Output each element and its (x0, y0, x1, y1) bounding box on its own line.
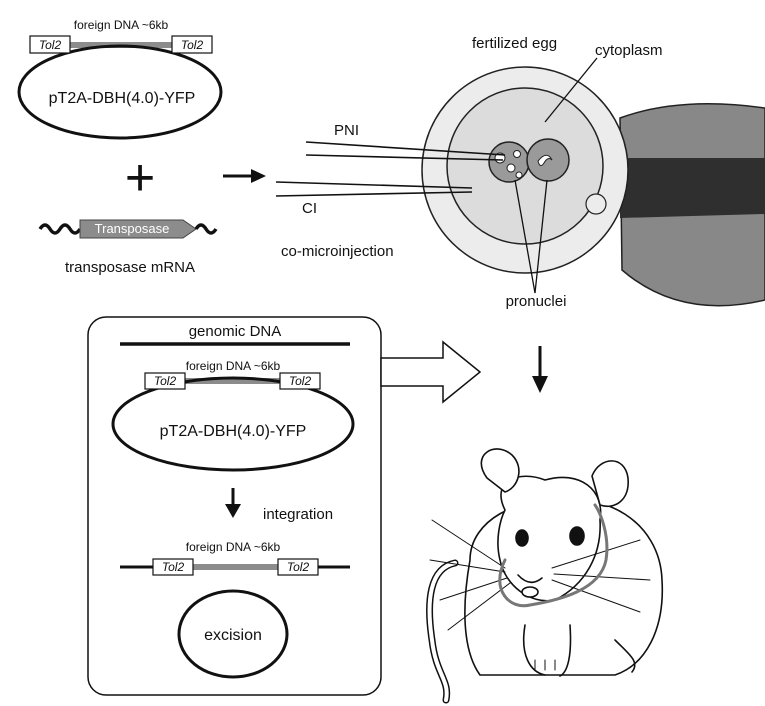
excision-circle (177, 589, 289, 679)
mouse-nose (521, 586, 539, 598)
mrna-wave-right (194, 223, 218, 235)
box-plasmid-ring (111, 376, 355, 472)
integrated-foreign-dna-label: foreign DNA ~6kb (186, 540, 281, 554)
integrated-foreign-dna-bar (193, 564, 278, 570)
pni-pipette-bottom (305, 154, 504, 161)
arrow-to-injection (223, 169, 266, 183)
mouse-toes (534, 659, 556, 671)
arrow-to-mouse (532, 346, 548, 393)
excision-label: excision (204, 627, 262, 644)
ci-pipette-bottom (275, 191, 473, 197)
pronuclei-leader-right (534, 179, 548, 294)
mouse-tail-inner (427, 561, 457, 702)
mouse-ear-right (591, 460, 629, 507)
transposase-caption: transposase mRNA (65, 259, 195, 276)
fertilized-egg-label: fertilized egg (472, 35, 557, 52)
pronucleus-right (526, 138, 570, 182)
box-plasmid-tol2-right: Tol2 (289, 374, 312, 388)
plasmid-top-tol2-right: Tol2 (181, 38, 204, 52)
cytoplasm-leader (544, 57, 598, 123)
box-plasmid-tol2-left: Tol2 (154, 374, 177, 388)
box-plasmid-tol2-left-box (144, 372, 186, 390)
plasmid-top-tol2-right-box (171, 35, 213, 54)
box-plasmid-foreign-dna-bar (185, 378, 280, 384)
transposase-arrow (79, 219, 197, 239)
genomic-dna-title: genomic DNA (189, 323, 282, 340)
ci-pipette-top (275, 181, 473, 189)
mouse-whiskers-right (551, 539, 651, 613)
polar-body (585, 193, 607, 215)
box-plasmid-foreign-dna-label: foreign DNA ~6kb (186, 359, 281, 373)
integrated-tol2-left-box (152, 558, 194, 576)
plasmid-top-name: pT2A-DBH(4.0)-YFP (49, 90, 196, 107)
plasmid-top-tol2-left: Tol2 (39, 38, 62, 52)
hollow-arrow-to-mouse (380, 340, 482, 404)
plus-sign: + (125, 149, 155, 207)
transposase-arrow-label: Transposase (95, 221, 170, 236)
transposase-mrna: Transposase transposase mRNA (38, 219, 218, 276)
ci-label: CI (302, 200, 317, 217)
fertilized-egg-illustration (275, 57, 765, 307)
integrated-tol2-right: Tol2 (287, 560, 310, 574)
mouse-eye-right (569, 526, 585, 546)
mouse-eye-left (515, 529, 529, 547)
plasmid-top: foreign DNA ~6kb Tol2 Tol2 pT2A-DBH(4.0)… (17, 18, 223, 140)
box-plasmid-tol2-right-box (279, 372, 321, 390)
cytoplasm-label: cytoplasm (595, 42, 663, 59)
mouse-front-legs (522, 624, 572, 677)
holding-pipette-bore (620, 158, 765, 218)
co-microinjection-label: co-microinjection (281, 243, 394, 260)
integration-arrow-head (225, 504, 241, 518)
mouse-mouth (517, 574, 543, 584)
genomic-dna-box: genomic DNA foreign DNA ~6kb Tol2 Tol2 p… (87, 316, 382, 696)
mouse-whiskers-left (429, 519, 511, 631)
integrated-tol2-left: Tol2 (162, 560, 185, 574)
integrated-tol2-right-box (277, 558, 319, 576)
transgenic-mouse-illustration (426, 448, 664, 704)
mrna-wave-left (38, 223, 82, 235)
pronuclei-label: pronuclei (506, 293, 567, 310)
mouse-marking (498, 503, 609, 608)
mouse-hind-leg (614, 639, 636, 673)
plasmid-top-foreign-dna-label: foreign DNA ~6kb (74, 18, 169, 32)
pni-label: PNI (334, 122, 359, 139)
plasmid-top-tol2-left-box (29, 35, 71, 54)
plasmid-top-ring (17, 44, 223, 140)
mouse-head (497, 475, 602, 602)
pni-pipette-top (305, 141, 506, 156)
integration-label: integration (263, 506, 333, 523)
pronucleus-left (488, 141, 530, 183)
pronuclei-leader-left (514, 179, 536, 294)
box-plasmid-name: pT2A-DBH(4.0)-YFP (160, 423, 307, 440)
mouse-ear-left (480, 448, 520, 493)
